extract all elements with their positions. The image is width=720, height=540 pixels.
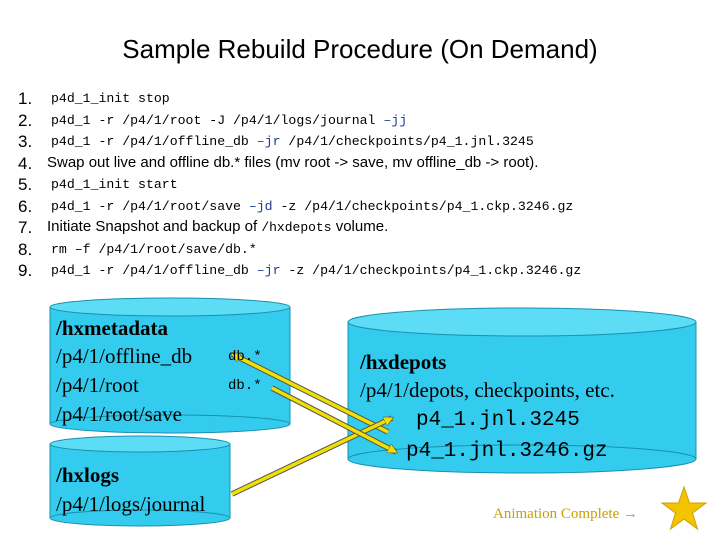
step-command: rm –f /p4/1/root/save/db.* (51, 242, 257, 257)
procedure-step: 9. p4d_1 -r /p4/1/offline_db –jr -z /p4/1… (18, 260, 718, 282)
step-number: 7. (18, 218, 33, 237)
step-number: 8. (18, 239, 33, 259)
step-number: 9. (18, 261, 33, 280)
root-db-files: db.* (228, 378, 262, 394)
depots-path: /p4/1/depots, checkpoints, etc. (360, 378, 615, 402)
offline-db-files: db.* (228, 349, 262, 365)
star-icon (660, 485, 708, 531)
step-part: –jj (383, 112, 408, 128)
step-part: –jd (248, 198, 273, 214)
procedure-step: 6. p4d_1 -r /p4/1/root/save –jd -z /p4/1/… (18, 196, 718, 218)
step-part: p4d_1 -r /p4/1/root -J /p4/1/logs/journa… (51, 112, 384, 128)
procedure-step: 4. Swap out live and offline db.* files (… (18, 153, 718, 175)
step-part: p4d_1 -r /p4/1/root/save (51, 198, 249, 214)
hxdepots-label: /hxdepots (360, 350, 447, 374)
hxmetadata-label: /hxmetadata (56, 316, 168, 340)
root-path: /p4/1/root (56, 373, 139, 397)
step-number: 5. (18, 175, 33, 194)
procedure-step: 1. p4d_1_init stop (18, 88, 718, 110)
step-part: volume. (331, 218, 389, 235)
copy-arrows (230, 351, 396, 497)
step-command: p4d_1 -r /p4/1/root -J /p4/1/logs/journa… (51, 113, 407, 128)
step-number: 2. (18, 110, 33, 130)
step-command: p4d_1 -r /p4/1/root/save –jd -z /p4/1/ch… (51, 199, 573, 214)
procedure-step: 5. p4d_1_init start (18, 174, 718, 196)
step-part: –jr (256, 263, 281, 278)
procedure-step: 2. p4d_1 -r /p4/1/root -J /p4/1/logs/jour… (18, 110, 718, 132)
right-arrow-icon: → (622, 506, 638, 522)
offline-db-path: /p4/1/offline_db (56, 344, 193, 368)
step-number: 3. (18, 132, 33, 151)
procedure-steps: 1. p4d_1_init stop 2. p4d_1 -r /p4/1/root -… (18, 88, 718, 282)
step-command: p4d_1 -r /p4/1/offline_db –jr -z /p4/1/c… (51, 263, 581, 278)
root-save-path: /p4/1/root/save (56, 402, 182, 426)
step-part: /p4/1/checkpoints/p4_1.jnl.3245 (280, 134, 534, 149)
slide-title: Sample Rebuild Procedure (On Demand) (122, 34, 598, 64)
procedure-step: 7. Initiate Snapshot and backup of /hxdep… (18, 217, 718, 239)
step-number: 4. (18, 153, 33, 173)
jnl-3246-file: p4_1.jnl.3246.gz (406, 440, 608, 463)
step-part: /hxdepots (261, 220, 332, 235)
step-command: p4d_1 -r /p4/1/offline_db –jr /p4/1/chec… (51, 134, 534, 149)
animation-complete-text: Animation Complete (493, 506, 620, 522)
animation-complete-label: Animation Complete → (493, 506, 638, 523)
step-part: -z /p4/1/checkpoints/p4_1.ckp.3246.gz (280, 263, 582, 278)
step-part: p4d_1 -r /p4/1/offline_db (51, 263, 257, 278)
step-command: p4d_1_init stop (51, 91, 170, 106)
step-part: p4d_1_init start (51, 177, 178, 192)
step-part: p4d_1 -r /p4/1/offline_db (51, 134, 257, 149)
step-part: p4d_1_init stop (51, 91, 170, 106)
step-part: rm –f /p4/1/root/save/db.* (51, 241, 257, 257)
step-text: Swap out live and offline db.* files (mv… (47, 154, 538, 171)
jnl-3245-file: p4_1.jnl.3245 (416, 409, 580, 432)
procedure-step: 3. p4d_1 -r /p4/1/offline_db –jr /p4/1/ch… (18, 131, 718, 153)
step-part: –jr (256, 134, 281, 149)
step-part: -z /p4/1/checkpoints/p4_1.ckp.3246.gz (272, 198, 574, 214)
step-command: p4d_1_init start (51, 177, 178, 192)
step-part: Initiate Snapshot and backup of (47, 218, 262, 235)
arrow-journal-to-jnl (230, 415, 394, 497)
step-number: 1. (18, 89, 33, 108)
step-number: 6. (18, 196, 33, 216)
step-part: Swap out live and offline db.* files (mv… (47, 153, 539, 171)
journal-path: /p4/1/logs/journal (56, 492, 206, 516)
procedure-step: 8. rm –f /p4/1/root/save/db.* (18, 239, 718, 261)
step-text: Initiate Snapshot and backup of /hxdepot… (47, 218, 388, 235)
hxlogs-label: /hxlogs (56, 463, 120, 487)
